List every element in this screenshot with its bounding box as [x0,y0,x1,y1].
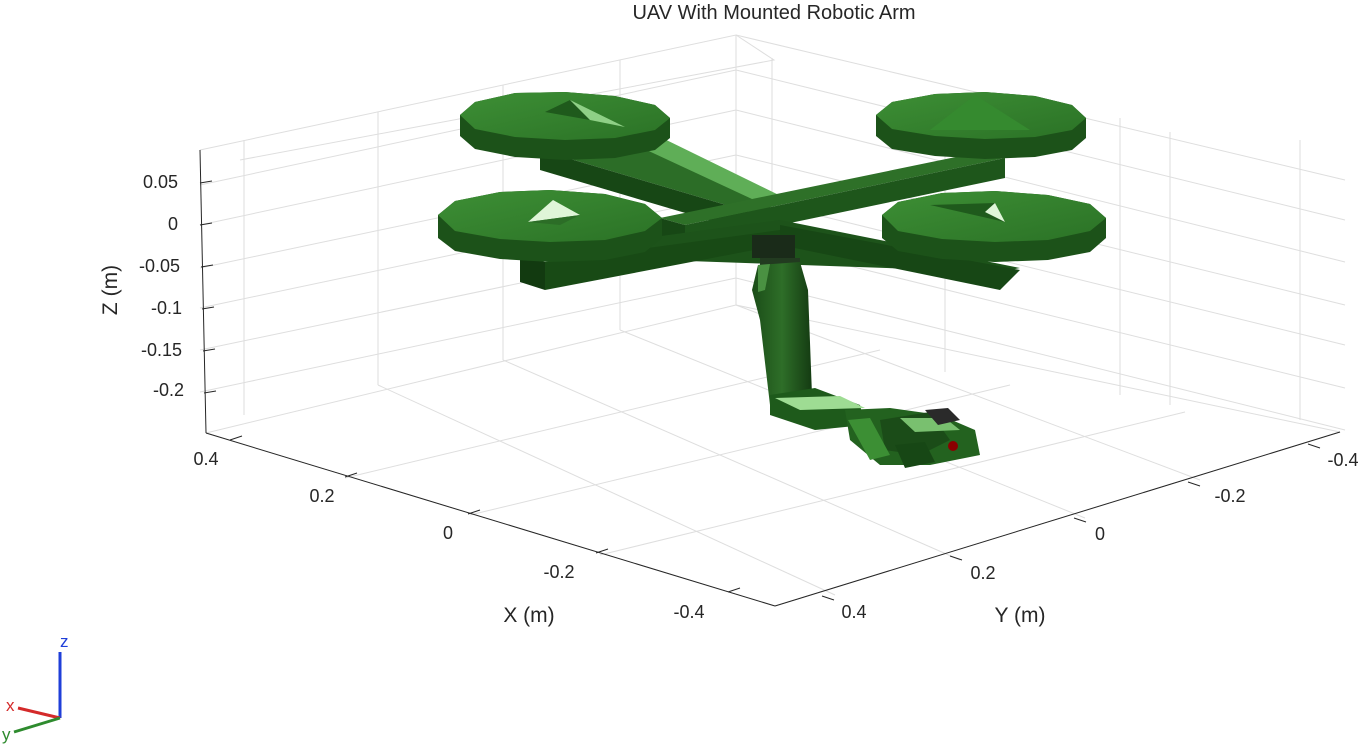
axes-lines [199,149,1341,607]
z-tick-label: 0.05 [143,172,178,192]
x-tick-label: 0 [443,523,453,543]
z-tick-label: 0 [168,214,178,234]
z-axis: 0.05 0 -0.05 -0.1 -0.15 -0.2 Z (m) [99,172,217,400]
x-axis: 0.4 0.2 0 -0.2 -0.4 X (m) [193,435,741,627]
z-tick-label: -0.15 [141,340,182,360]
y-tick-label: -0.2 [1214,486,1245,506]
y-tick-label: -0.4 [1327,450,1358,470]
y-axis-label: Y (m) [995,604,1046,627]
x-tick-label: 0.4 [193,449,218,469]
x-tick-label: -0.2 [543,562,574,582]
rotor-disk [460,92,670,160]
triad-y-label: y [2,725,11,744]
y-tick-label: 0.4 [841,602,866,622]
end-effector-tip [948,441,958,451]
rotor-disk [876,92,1086,159]
z-tick-label: -0.05 [139,256,180,276]
rotor-disk [882,191,1106,262]
y-tick-label: 0.2 [970,563,995,583]
z-tick-label: -0.1 [151,298,182,318]
plot-title: UAV With Mounted Robotic Arm [632,2,915,24]
y-axis: 0.4 0.2 0 -0.2 -0.4 Y (m) [821,443,1359,627]
x-tick-label: 0.2 [309,486,334,506]
x-tick-label: -0.4 [673,602,704,622]
z-tick-label: -0.2 [153,380,184,400]
triad-x-axis [17,706,61,720]
triad-x-label: x [6,696,15,715]
z-axis-label: Z (m) [99,265,122,315]
robotic-arm[interactable] [752,262,980,468]
x-axis-label: X (m) [503,604,554,627]
triad-z-label: z [60,632,69,651]
rotor-disk [438,190,662,262]
triad-y-axis [13,716,61,734]
y-tick-label: 0 [1095,524,1105,544]
uav-model[interactable] [438,92,1106,468]
orientation-triad[interactable]: z x y [2,632,69,744]
